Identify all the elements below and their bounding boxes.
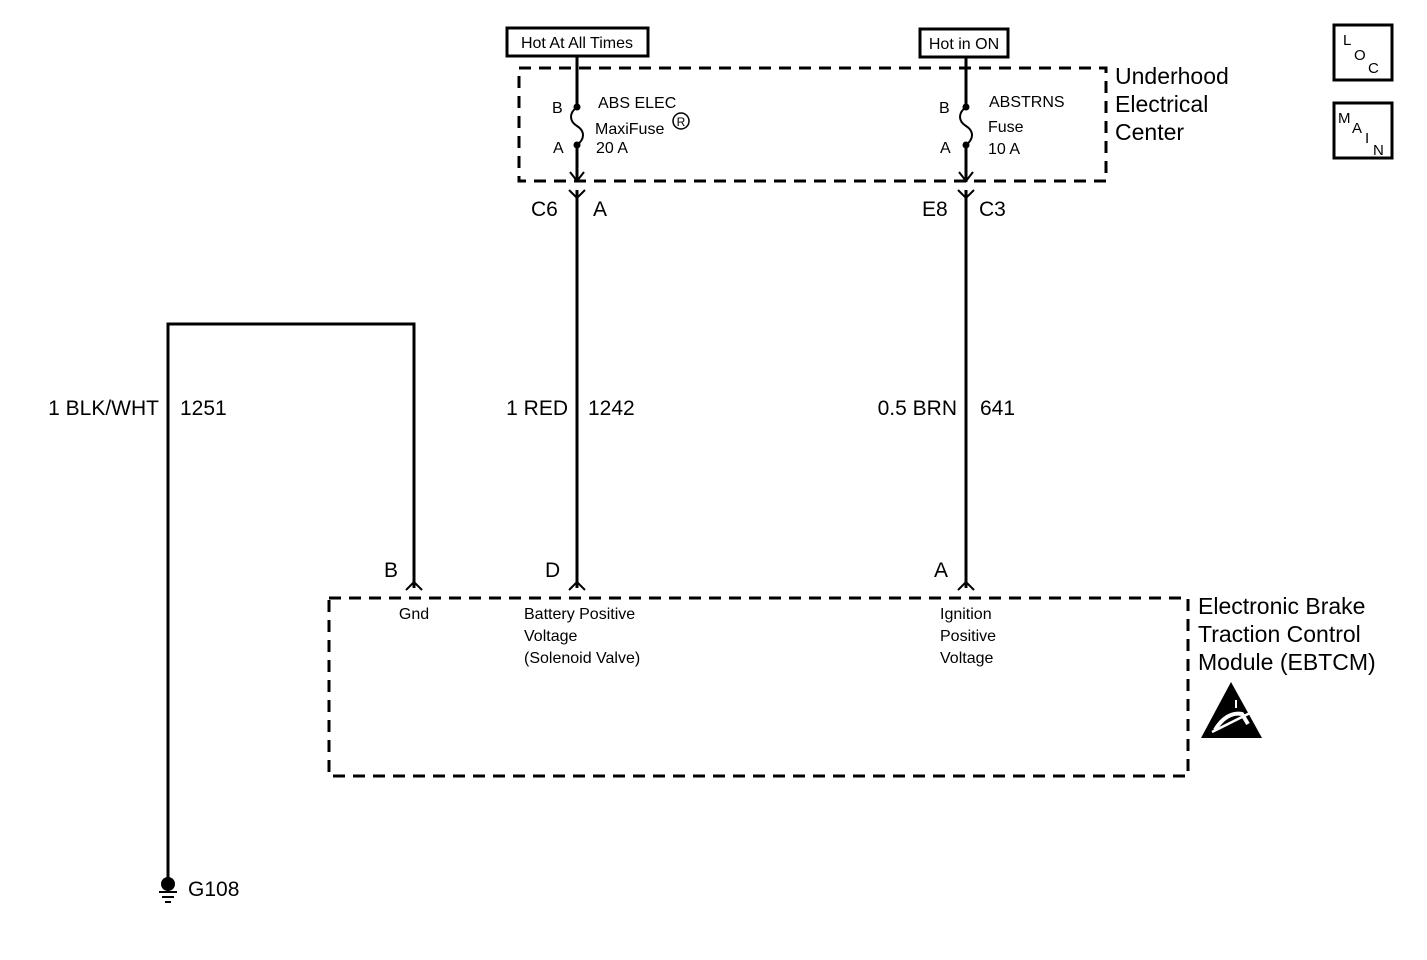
svg-text:Electronic Brake: Electronic Brake: [1198, 593, 1365, 619]
ignition-wire: 0.5 BRN 641: [878, 190, 1015, 588]
esd-sensitive-icon: [1201, 682, 1262, 738]
ground-wire: 1 BLK/WHT 1251: [48, 322, 416, 880]
ground-icon: [159, 891, 177, 903]
svg-text:G108: G108: [188, 878, 239, 901]
svg-text:Center: Center: [1115, 119, 1184, 145]
svg-text:1 BLK/WHT: 1 BLK/WHT: [48, 397, 159, 420]
loc-icon[interactable]: [1332, 23, 1394, 82]
svg-text:Voltage: Voltage: [524, 628, 577, 645]
svg-text:(Solenoid Valve): (Solenoid Valve): [524, 650, 640, 667]
svg-text:Fuse: Fuse: [988, 119, 1024, 136]
fuse-abs-elec-pin-b: B: [552, 100, 563, 117]
svg-text:C3: C3: [979, 198, 1006, 221]
svg-text:ABS ELEC: ABS ELEC: [598, 95, 676, 112]
fuse-abs-elec-pin-a: A: [553, 140, 564, 157]
fuse-abstrns-pin-a: A: [940, 140, 951, 157]
svg-text:Underhood: Underhood: [1115, 63, 1229, 89]
svg-text:L: L: [1343, 32, 1351, 49]
svg-text:0.5 BRN: 0.5 BRN: [878, 397, 957, 420]
ground-g108: G108: [159, 877, 239, 903]
svg-text:C: C: [1368, 60, 1379, 77]
connector-e8-c3: E8 C3: [922, 189, 1006, 221]
fuse-abstrns-pin-b: B: [939, 100, 950, 117]
main-icon[interactable]: [1332, 101, 1394, 160]
fuse-abstrns: B A ABSTRNS Fuse 10 A: [939, 57, 1065, 183]
module-pin-a: A Ignition Positive Voltage: [934, 559, 996, 667]
svg-text:R: R: [677, 115, 686, 129]
underhood-center-title: Underhood Electrical Center: [1115, 63, 1229, 145]
svg-text:10 A: 10 A: [988, 141, 1020, 158]
svg-text:E8: E8: [922, 198, 948, 221]
svg-text:Positive: Positive: [940, 628, 996, 645]
main-button[interactable]: M A I N: [1332, 101, 1394, 160]
svg-text:C6: C6: [531, 198, 558, 221]
loc-button[interactable]: L O C: [1332, 23, 1394, 82]
svg-text:Module (EBTCM): Module (EBTCM): [1198, 649, 1376, 675]
svg-text:Electrical: Electrical: [1115, 91, 1208, 117]
svg-text:Voltage: Voltage: [940, 650, 993, 667]
fuse-abs-elec: B A ABS ELEC MaxiFuse R 20 A: [552, 56, 690, 183]
registered-mark-icon: R: [672, 112, 690, 130]
svg-text:Hot in ON: Hot in ON: [929, 36, 999, 53]
battery-wire: 1 RED 1242: [506, 190, 635, 588]
svg-text:1242: 1242: [588, 397, 635, 420]
svg-text:ABSTRNS: ABSTRNS: [989, 94, 1065, 111]
svg-text:M: M: [1338, 110, 1351, 127]
svg-text:1251: 1251: [180, 397, 227, 420]
svg-text:MaxiFuse: MaxiFuse: [595, 121, 664, 138]
underhood-center-outline: [517, 66, 1108, 183]
svg-text:D: D: [545, 559, 560, 582]
svg-text:A: A: [593, 198, 607, 221]
svg-text:O: O: [1354, 47, 1366, 64]
ebtcm-module-title: Electronic Brake Traction Control Module…: [1198, 593, 1376, 675]
svg-text:Gnd: Gnd: [399, 606, 429, 623]
svg-text:A: A: [934, 559, 948, 582]
module-pin-d: D Battery Positive Voltage (Solenoid Val…: [524, 559, 640, 667]
svg-text:Ignition: Ignition: [940, 606, 992, 623]
svg-text:N: N: [1373, 142, 1384, 159]
svg-text:Traction Control: Traction Control: [1198, 621, 1361, 647]
svg-text:1 RED: 1 RED: [506, 397, 568, 420]
svg-text:Hot At All Times: Hot At All Times: [521, 35, 633, 52]
svg-text:B: B: [384, 559, 398, 582]
svg-text:20 A: 20 A: [596, 140, 628, 157]
ebtcm-module-outline: [327, 596, 1190, 778]
hot-at-all-times-label: Hot At All Times: [505, 26, 650, 58]
hot-in-on-label: Hot in ON: [918, 27, 1010, 59]
svg-text:I: I: [1365, 130, 1369, 147]
svg-text:Battery Positive: Battery Positive: [524, 606, 635, 623]
svg-text:641: 641: [980, 397, 1015, 420]
module-pin-b: B Gnd: [384, 559, 429, 623]
svg-text:A: A: [1352, 120, 1362, 137]
connector-c6-a: C6 A: [531, 189, 607, 221]
